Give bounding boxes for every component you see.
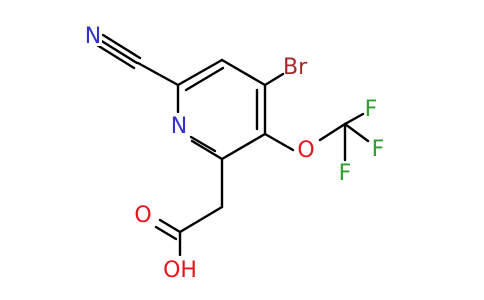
bond-c4-br (263, 72, 285, 87)
atom-nitrile-n: N (84, 24, 102, 49)
bond-c3-c2 (220, 132, 267, 161)
atom-ether-o: O (296, 136, 316, 163)
bond-c6-c5 (176, 58, 224, 87)
atom-nitrile-n-label: N (85, 24, 101, 49)
bond-c-o-double-2 (154, 225, 178, 241)
bond-nitrile-1 (101, 33, 142, 60)
atom-fluorine-1: F (365, 97, 378, 122)
bond-cn-ring (136, 61, 180, 87)
bond-c-o-double-1 (158, 218, 182, 234)
atom-fluorine-1-label: F (365, 97, 378, 122)
atom-ether-o-label: O (297, 138, 314, 163)
atom-carbonyl-o-label: O (134, 203, 151, 228)
atom-carbonyl-o: O (132, 202, 154, 228)
bond-c3-o (263, 132, 295, 152)
bonds (95, 33, 370, 257)
atom-fluorine-2: F (372, 137, 385, 162)
bond-o-cf3 (318, 122, 347, 142)
atom-bromine: Br (283, 55, 308, 80)
bond-c5-c4 (220, 58, 267, 87)
atom-hydroxyl: OH (163, 256, 199, 283)
atom-ring-n-label: N (171, 114, 187, 139)
bond-c2-n1-inner (189, 135, 217, 153)
bond-nitrile-3 (95, 43, 136, 70)
atom-bromine-label: Br (283, 55, 308, 80)
bond-c2-n1 (190, 139, 224, 161)
atom-fluorine-3-label: F (339, 161, 352, 186)
bond-nitrile-2 (98, 38, 139, 65)
bond-c-f1 (343, 112, 365, 126)
atom-ring-n: N (170, 113, 188, 139)
atom-fluorine-2-label: F (372, 137, 385, 162)
bond-ch2-cooh (178, 205, 224, 234)
atom-hydroxyl-label: OH (163, 258, 197, 283)
bond-c-f2 (343, 122, 370, 143)
atom-labels: N N Br O F F F O OH (84, 24, 384, 283)
bond-c6-c5-inner (184, 66, 225, 92)
atom-fluorine-3: F (339, 161, 352, 186)
